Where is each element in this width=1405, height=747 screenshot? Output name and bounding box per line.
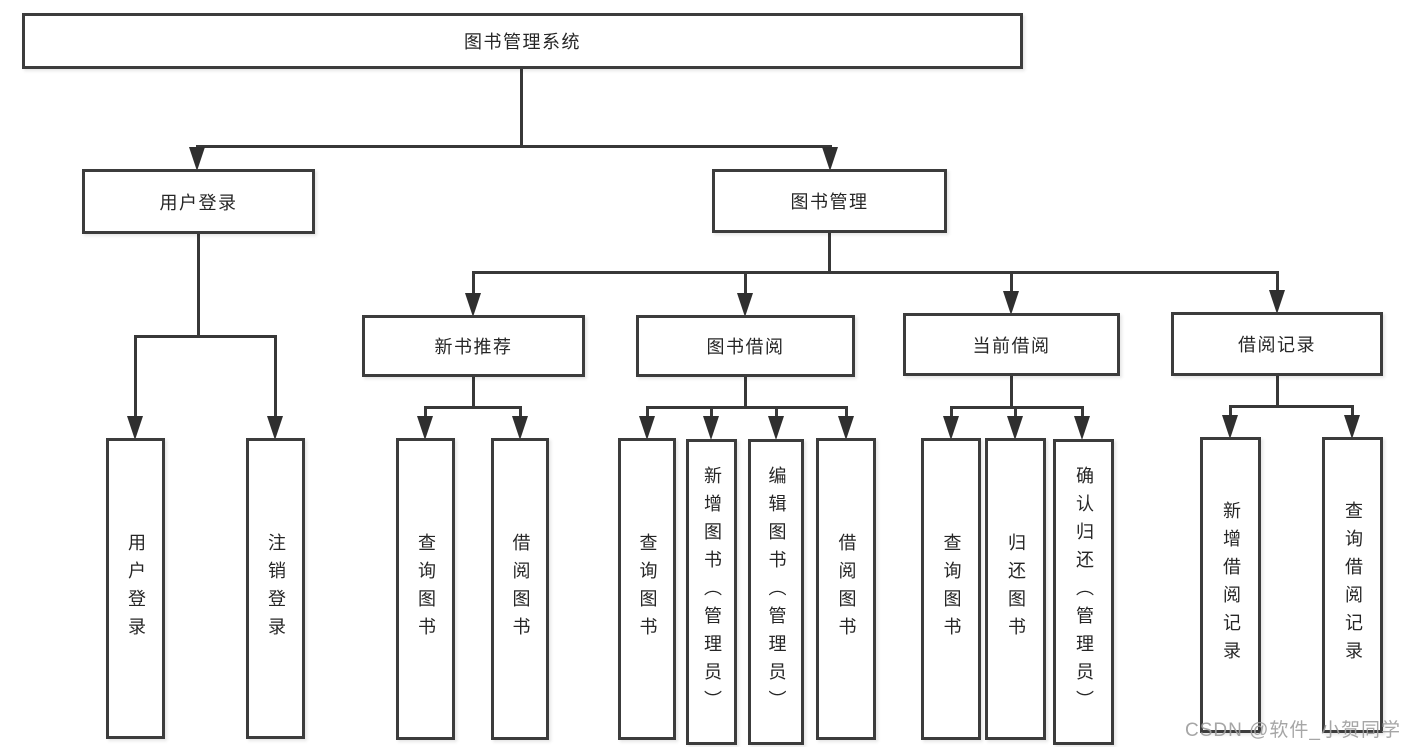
arrowhead-down-icon [1344, 415, 1360, 439]
node-label: 借阅记录 [1238, 335, 1316, 355]
node-label: 图书管理 [790, 192, 869, 212]
arrowhead-down-icon [127, 416, 143, 440]
connector-line-vertical [471, 271, 475, 299]
connector-line-horizontal [647, 406, 846, 409]
node-root: 图书管理系统 [22, 13, 1023, 69]
connector-line-vertical [1350, 405, 1354, 419]
arrowhead-down-icon [267, 416, 283, 440]
node-label: 新书推荐 [434, 337, 513, 357]
arrowhead-down-icon [1007, 416, 1023, 440]
node-leaf-query-record: 查询借阅记录 [1322, 437, 1383, 733]
node-current-borrowing: 当前借阅 [903, 313, 1120, 376]
node-borrowing-records: 借阅记录 [1171, 312, 1383, 376]
node-label: 查询图书 [941, 533, 962, 645]
connector-line-vertical [1009, 376, 1013, 408]
arrowhead-down-icon [189, 147, 205, 171]
node-label: 确认归还（管理员） [1073, 466, 1094, 718]
node-leaf-return-books: 归还图书 [985, 438, 1046, 740]
connector-line-vertical [423, 406, 427, 420]
arrowhead-down-icon [1222, 415, 1238, 439]
connector-line-vertical [645, 406, 649, 420]
connector-line-vertical [743, 271, 747, 299]
arrowhead-down-icon [737, 293, 753, 317]
connector-line-vertical [1275, 271, 1279, 296]
connector-line-vertical [1228, 405, 1232, 419]
connector-line-vertical [949, 406, 953, 420]
connector-line-horizontal [425, 406, 520, 409]
arrowhead-down-icon [1074, 416, 1090, 440]
arrowhead-down-icon [465, 293, 481, 317]
connector-line-vertical [1275, 376, 1279, 407]
node-leaf-user-login: 用户登录 [106, 438, 165, 739]
connector-line-vertical [1080, 406, 1084, 420]
arrowhead-down-icon [512, 416, 528, 440]
node-leaf-borrow-books-1: 借阅图书 [491, 438, 549, 740]
node-label: 借阅图书 [510, 533, 531, 645]
node-leaf-edit-books: 编辑图书（管理员） [748, 439, 804, 745]
arrowhead-down-icon [639, 416, 655, 440]
node-label: 查询图书 [637, 533, 658, 645]
arrowhead-down-icon [1003, 291, 1019, 315]
node-leaf-logout: 注销登录 [246, 438, 305, 739]
connector-line-horizontal [1230, 405, 1352, 408]
connector-line-vertical [1013, 406, 1017, 420]
connector-line-vertical [774, 406, 778, 420]
node-leaf-borrow-books-2: 借阅图书 [816, 438, 876, 740]
connector-line-vertical [844, 406, 848, 420]
node-leaf-query-books-3: 查询图书 [921, 438, 981, 740]
arrowhead-down-icon [943, 416, 959, 440]
connector-line-vertical [519, 69, 523, 148]
node-label: 借阅图书 [836, 533, 857, 645]
node-user-login: 用户登录 [82, 169, 315, 234]
node-label: 编辑图书（管理员） [766, 466, 787, 718]
connector-line-vertical [1009, 271, 1013, 297]
node-leaf-add-books: 新增图书（管理员） [686, 439, 737, 745]
node-label: 注销登录 [265, 532, 286, 645]
connector-line-horizontal [951, 406, 1082, 409]
node-label: 用户登录 [125, 532, 146, 645]
connector-line-vertical [273, 335, 277, 421]
arrowhead-down-icon [1269, 290, 1285, 314]
node-leaf-query-books-2: 查询图书 [618, 438, 676, 740]
connector-line-vertical [133, 335, 137, 421]
connector-line-vertical [709, 406, 713, 420]
connector-line-vertical [518, 406, 522, 420]
node-label: 查询图书 [415, 533, 436, 645]
node-label: 新增借阅记录 [1220, 501, 1241, 669]
node-label: 当前借阅 [972, 335, 1051, 356]
node-leaf-query-books-1: 查询图书 [396, 438, 455, 740]
connector-line-vertical [471, 377, 475, 408]
arrowhead-down-icon [703, 416, 719, 440]
node-book-borrowing: 图书借阅 [636, 315, 855, 377]
watermark-text: CSDN @软件_小贺同学 [1185, 720, 1401, 741]
node-label: 图书管理系统 [464, 32, 581, 52]
node-label: 新增图书（管理员） [701, 466, 722, 718]
connector-line-horizontal [473, 271, 1277, 274]
node-leaf-confirm-return: 确认归还（管理员） [1053, 439, 1114, 745]
node-label: 用户登录 [159, 192, 238, 213]
node-leaf-add-record: 新增借阅记录 [1200, 437, 1261, 733]
connector-line-vertical [196, 234, 200, 337]
node-new-book-recommend: 新书推荐 [362, 315, 585, 377]
connector-line-vertical [743, 377, 747, 408]
node-label: 归还图书 [1005, 533, 1026, 645]
node-book-management: 图书管理 [712, 169, 947, 233]
connector-line-horizontal [197, 145, 831, 148]
arrowhead-down-icon [822, 147, 838, 171]
connector-line-vertical [827, 233, 831, 273]
node-label: 查询借阅记录 [1342, 501, 1363, 669]
node-label: 图书借阅 [706, 337, 785, 357]
arrowhead-down-icon [838, 416, 854, 440]
arrowhead-down-icon [768, 416, 784, 440]
arrowhead-down-icon [417, 416, 433, 440]
connector-line-horizontal [135, 335, 275, 338]
